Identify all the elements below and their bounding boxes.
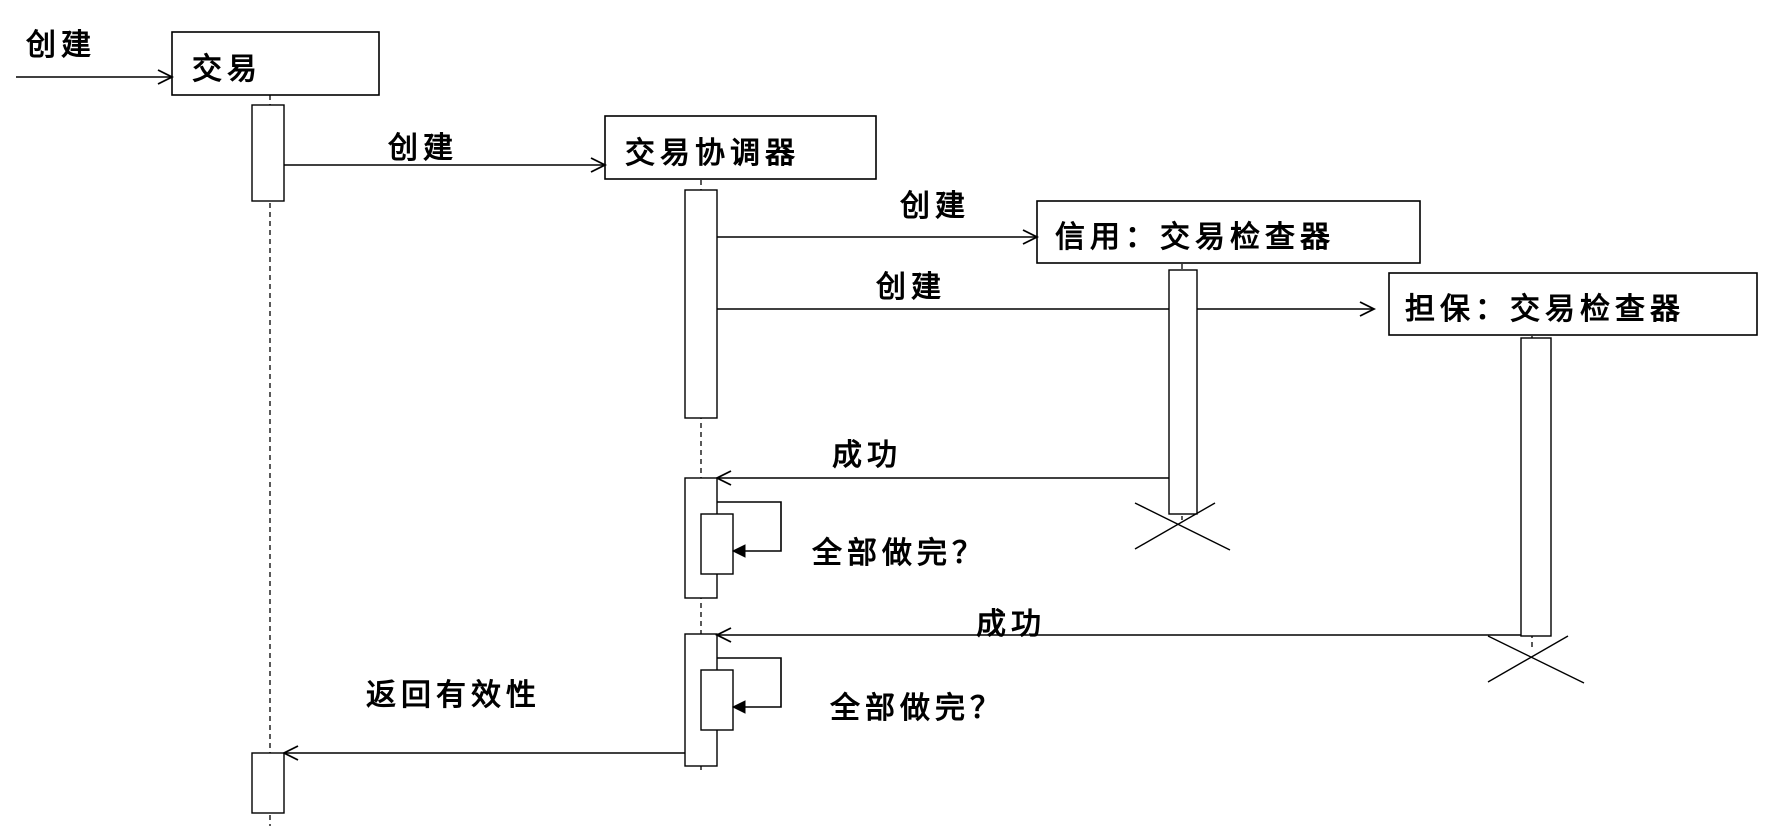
message-guarantee-all-done-label: 全部做完？: [829, 691, 1005, 726]
object-guarantee-checker: 担保：交易检查器: [1388, 272, 1758, 336]
message-guarantee-success-label: 成功: [976, 607, 1046, 642]
object-transaction-label: 交易: [192, 52, 262, 87]
object-credit-checker-box: [1036, 200, 1421, 264]
arrowhead-open: [1359, 301, 1377, 317]
arrowhead-open: [157, 69, 175, 85]
message-guarantee-success: 成功: [714, 607, 1521, 643]
arrowhead-open: [590, 157, 608, 173]
arrowhead-open: [281, 745, 299, 761]
object-credit-checker: 信用：交易检查器: [1036, 200, 1421, 264]
object-transaction: 交易: [171, 31, 380, 96]
message-create-coordinator-label: 创建: [387, 131, 458, 166]
message-create-transaction-label: 创建: [25, 28, 96, 63]
message-create-coordinator: 创建: [284, 131, 608, 173]
arrowhead-open: [1022, 229, 1040, 245]
object-credit-checker-label: 信用：交易检查器: [1055, 220, 1335, 255]
arrowhead-open: [714, 470, 732, 486]
object-transaction-box: [171, 31, 380, 96]
destroy-guarantee-checker: [1487, 635, 1585, 684]
object-coordinator-box: [604, 115, 877, 180]
activation-credit-checker: [1168, 269, 1198, 515]
message-credit-all-done: 全部做完？: [717, 501, 987, 571]
object-guarantee-checker-label: 担保：交易检查器: [1405, 292, 1685, 327]
arrowhead-filled: [731, 544, 746, 558]
arrowhead-filled: [731, 700, 746, 714]
message-create-credit-checker-label: 创建: [899, 189, 970, 224]
message-credit-success-label: 成功: [832, 438, 902, 473]
activation-coordinator-2-nested: [700, 513, 734, 575]
activation-transaction-1: [251, 104, 285, 202]
activation-guarantee-checker: [1520, 337, 1552, 637]
message-return-validity-label: 返回有效性: [366, 678, 541, 713]
destroy-credit-checker: [1134, 502, 1231, 551]
message-create-guarantee-checker: 创建: [717, 270, 1377, 317]
message-credit-all-done-label: 全部做完？: [811, 536, 987, 571]
message-create-transaction: 创建: [16, 28, 175, 85]
object-coordinator: 交易协调器: [604, 115, 877, 180]
activation-coordinator-3-nested: [700, 669, 734, 731]
message-credit-success: 成功: [714, 438, 1169, 486]
activation-transaction-2: [251, 752, 285, 814]
arrowhead-open: [714, 627, 732, 643]
activation-coordinator-1: [684, 189, 718, 419]
message-create-guarantee-checker-label: 创建: [875, 270, 946, 305]
message-guarantee-all-done: 全部做完？: [717, 657, 1005, 726]
message-create-credit-checker: 创建: [717, 189, 1040, 245]
object-coordinator-label: 交易协调器: [625, 136, 800, 171]
object-guarantee-checker-box: [1388, 272, 1758, 336]
message-return-validity: 返回有效性: [281, 678, 685, 761]
